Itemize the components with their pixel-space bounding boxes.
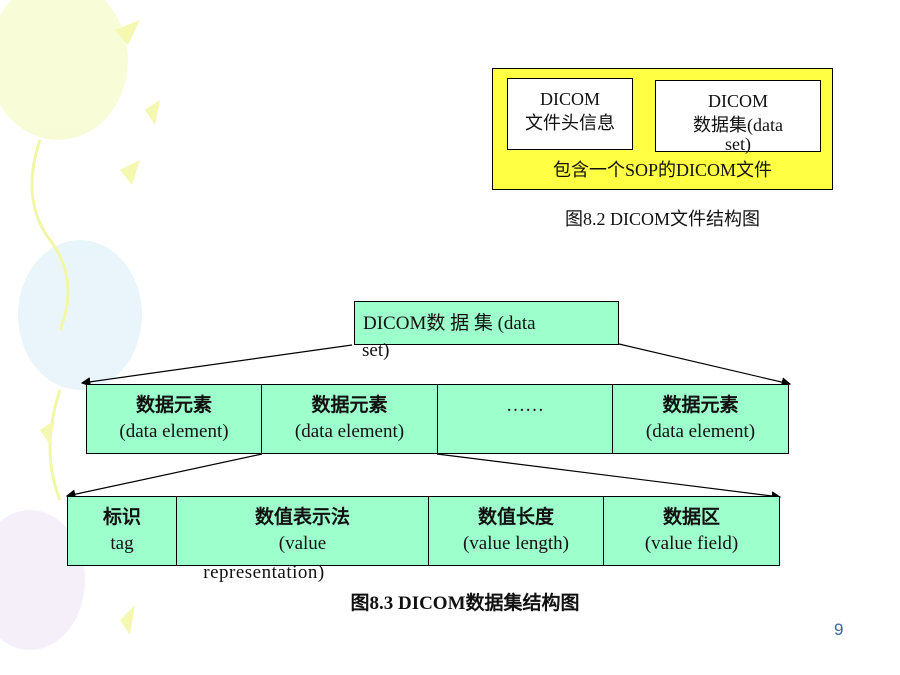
container-label: 包含一个SOP的DICOM文件 bbox=[552, 160, 773, 180]
arrow-element-right bbox=[436, 453, 782, 501]
field-tag: 标识 tag bbox=[67, 496, 177, 566]
data-element-1-cn: 数据元素 bbox=[135, 395, 212, 416]
file-header-line2: 文件头信息 bbox=[525, 113, 615, 133]
fig83-caption: 图8.3 DICOM数据集结构图 bbox=[350, 593, 580, 614]
field-value-representation: 数值表示法 (value bbox=[176, 496, 429, 566]
field-value-length: 数值长度 (value length) bbox=[428, 496, 604, 566]
file-header-box: DICOM 文件头信息 bbox=[507, 78, 633, 150]
dataset-line1: DICOM bbox=[707, 91, 768, 111]
dataset-line3: set) bbox=[725, 134, 751, 154]
slide-number: 9 bbox=[834, 620, 844, 639]
data-element-4-cn: 数据元素 bbox=[662, 395, 739, 416]
data-element-4-en: (data element) bbox=[645, 421, 756, 442]
file-header-line1: DICOM bbox=[539, 89, 600, 109]
data-element-ellipsis: …… bbox=[437, 384, 613, 454]
field-vr-en2: representation) bbox=[203, 562, 325, 583]
data-element-2: 数据元素 (data element) bbox=[261, 384, 438, 454]
data-element-1-en: (data element) bbox=[119, 421, 229, 442]
arrow-root-left bbox=[80, 344, 353, 387]
data-element-4: 数据元素 (data element) bbox=[612, 384, 789, 454]
arrow-root-right bbox=[618, 343, 792, 387]
data-element-1: 数据元素 (data element) bbox=[86, 384, 262, 454]
field-tag-en: tag bbox=[110, 533, 134, 554]
dicom-file-container: DICOM 文件头信息 DICOM 数据集(data set) 包含一个SOP的… bbox=[492, 68, 833, 190]
fig82-caption: 图8.2 DICOM文件结构图 bbox=[564, 209, 760, 229]
root-line2: set) bbox=[362, 340, 390, 361]
field-vr-en: (value bbox=[278, 533, 327, 554]
arrow-element-left bbox=[65, 453, 263, 499]
data-element-ellipsis-text: …… bbox=[506, 395, 544, 416]
root-line1: DICOM数 据 集 (data bbox=[363, 313, 536, 334]
field-length-en: (value length) bbox=[462, 533, 570, 554]
field-data-cn: 数据区 bbox=[662, 507, 720, 528]
field-data-en: (value field) bbox=[644, 533, 739, 554]
data-element-2-en: (data element) bbox=[294, 421, 405, 442]
field-value-field: 数据区 (value field) bbox=[603, 496, 780, 566]
field-tag-cn: 标识 bbox=[102, 507, 141, 528]
balloon-decoration bbox=[0, 0, 160, 650]
dataset-box: DICOM 数据集(data set) bbox=[655, 80, 821, 154]
dataset-root-node: DICOM数 据 集 (data bbox=[354, 301, 619, 345]
data-element-2-cn: 数据元素 bbox=[311, 395, 388, 416]
field-length-cn: 数值长度 bbox=[477, 507, 554, 528]
dataset-line2: 数据集(data bbox=[693, 115, 783, 135]
field-vr-cn: 数值表示法 bbox=[254, 507, 350, 528]
